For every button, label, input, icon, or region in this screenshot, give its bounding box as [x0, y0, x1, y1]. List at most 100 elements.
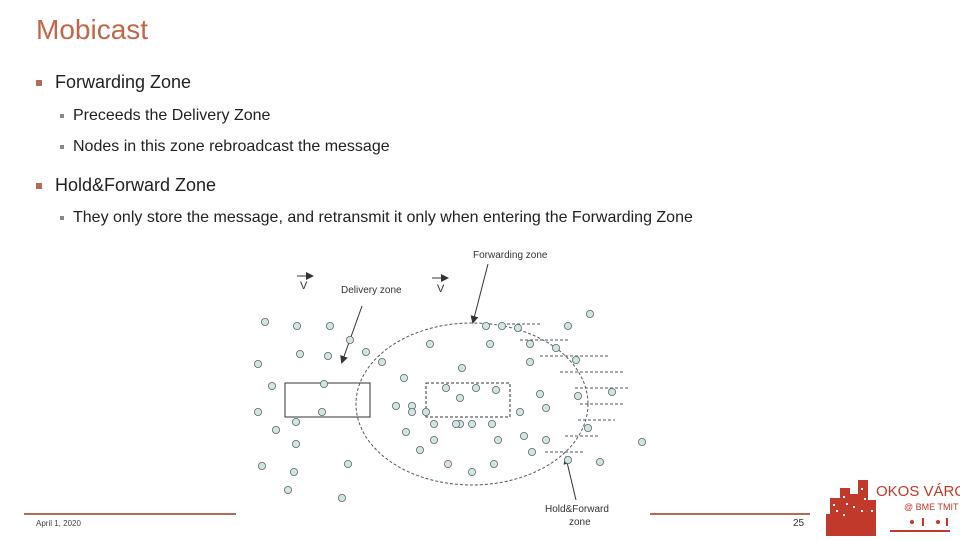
- v-left-label: V: [300, 280, 308, 292]
- sensor-node: [455, 393, 464, 402]
- sensor-node: [443, 459, 452, 468]
- sensor-node: [471, 383, 480, 392]
- sensor-node: [441, 383, 450, 392]
- sensor-node: [541, 403, 550, 412]
- sensor-node: [429, 435, 438, 444]
- sensor-node: [338, 493, 347, 502]
- sensor-node: [324, 352, 333, 361]
- sub-bullet-marker: [60, 114, 64, 118]
- sensor-node: [253, 407, 262, 416]
- sensor-node: [563, 322, 572, 331]
- sensor-node: [425, 340, 434, 349]
- sensor-node: [485, 340, 494, 349]
- forwarding-dash-lines: [502, 323, 628, 453]
- sensor-node: [415, 445, 424, 454]
- sensor-node: [563, 455, 572, 464]
- bullet-forwarding-zone: Forwarding Zone: [36, 72, 191, 93]
- footer-date: April 1, 2020: [36, 519, 81, 528]
- sensor-node: [290, 467, 299, 476]
- logo-text-main: OKOS VÁROS: [876, 483, 960, 500]
- sensor-node: [583, 423, 592, 432]
- sensor-node: [344, 459, 353, 468]
- mobicast-zone-diagram: Forwarding zone Delivery zone Hold&Forwa…: [253, 250, 646, 528]
- sensor-node: [481, 322, 490, 331]
- sensor-node: [292, 439, 301, 448]
- sensor-node: [429, 419, 438, 428]
- bullet-hold-forward-zone: Hold&Forward Zone: [36, 175, 216, 196]
- hold-forward-arrow: [563, 456, 577, 501]
- sensor-node: [451, 419, 460, 428]
- sensor-node: [401, 427, 410, 436]
- sensor-node: [525, 340, 534, 349]
- v-right-label: V: [437, 283, 445, 295]
- sensor-node: [519, 431, 528, 440]
- city-skyline-icon: [826, 480, 876, 536]
- forwarding-zone-ellipse: [355, 322, 589, 486]
- sensor-node: [284, 485, 293, 494]
- sensor-node: [267, 381, 276, 390]
- sensor-node: [293, 322, 302, 331]
- sensor-node: [607, 387, 616, 396]
- sensor-node: [253, 360, 262, 369]
- velocity-vector-left: V: [297, 272, 314, 292]
- delivery-zone-rect: [425, 382, 511, 418]
- footer-rule-right: [650, 513, 810, 515]
- sensor-node: [467, 419, 476, 428]
- sensor-node: [491, 385, 500, 394]
- hold-forward-zone-label: zone: [569, 517, 591, 528]
- logo-text-sub: @ BME TMIT: [904, 502, 959, 512]
- sub-bullet-text: Nodes in this zone rebroadcast the messa…: [73, 138, 390, 155]
- sensor-node: [296, 350, 305, 359]
- sensor-node: [551, 344, 560, 353]
- sensor-node: [457, 364, 466, 373]
- sensor-node: [515, 407, 524, 416]
- sensor-node: [637, 437, 646, 446]
- sensor-node: [260, 318, 269, 327]
- forwarding-zone-label: Forwarding zone: [473, 250, 548, 261]
- sensor-node: [527, 447, 536, 456]
- source-rect: [284, 382, 371, 418]
- delivery-zone-label: Delivery zone: [341, 285, 402, 296]
- sensor-node: [595, 457, 604, 466]
- sub-bullet-marker: [60, 145, 64, 149]
- page-number: 25: [793, 518, 805, 529]
- sensor-node: [407, 407, 416, 416]
- window-dots: [833, 488, 873, 516]
- sensor-node: [513, 324, 522, 333]
- sensor-node: [257, 461, 266, 470]
- sensor-node: [272, 425, 281, 434]
- sub-bullet-text: They only store the message, and retrans…: [73, 209, 693, 226]
- sensor-nodes: [253, 310, 646, 502]
- sensor-node: [497, 322, 506, 331]
- sensor-node: [318, 407, 327, 416]
- sensor-node: [292, 417, 301, 426]
- delivery-arrow: [340, 305, 363, 364]
- logo-small-icons: [890, 518, 950, 532]
- sensor-node: [320, 379, 329, 388]
- bullet-marker: [36, 182, 42, 189]
- sensor-node: [346, 336, 355, 345]
- velocity-vector-right: V: [432, 274, 449, 295]
- bullet-text: Hold&Forward Zone: [55, 175, 217, 195]
- sensor-node: [541, 435, 550, 444]
- sub-bullet-marker: [60, 216, 64, 220]
- sub-bullet: Nodes in this zone rebroadcast the messa…: [60, 138, 390, 156]
- okos-varos-logo: OKOS VÁROS @ BME TMIT: [826, 480, 960, 536]
- sensor-node: [467, 467, 476, 476]
- sub-bullet-text: Preceeds the Delivery Zone: [73, 107, 271, 124]
- sensor-node: [573, 391, 582, 400]
- footer-rule-left: [24, 513, 236, 515]
- sensor-node: [489, 459, 498, 468]
- sensor-node: [326, 322, 335, 331]
- sensor-node: [493, 435, 502, 444]
- sensor-node: [571, 356, 580, 365]
- sensor-node: [525, 358, 534, 367]
- bullet-text: Forwarding Zone: [55, 72, 192, 92]
- sensor-node: [391, 401, 400, 410]
- sub-bullet: They only store the message, and retrans…: [60, 209, 693, 227]
- forwarding-arrow: [470, 263, 489, 324]
- slide-title: Mobicast: [36, 14, 149, 45]
- sensor-node: [535, 389, 544, 398]
- bullet-marker: [36, 79, 42, 86]
- sub-bullet: Preceeds the Delivery Zone: [60, 107, 270, 125]
